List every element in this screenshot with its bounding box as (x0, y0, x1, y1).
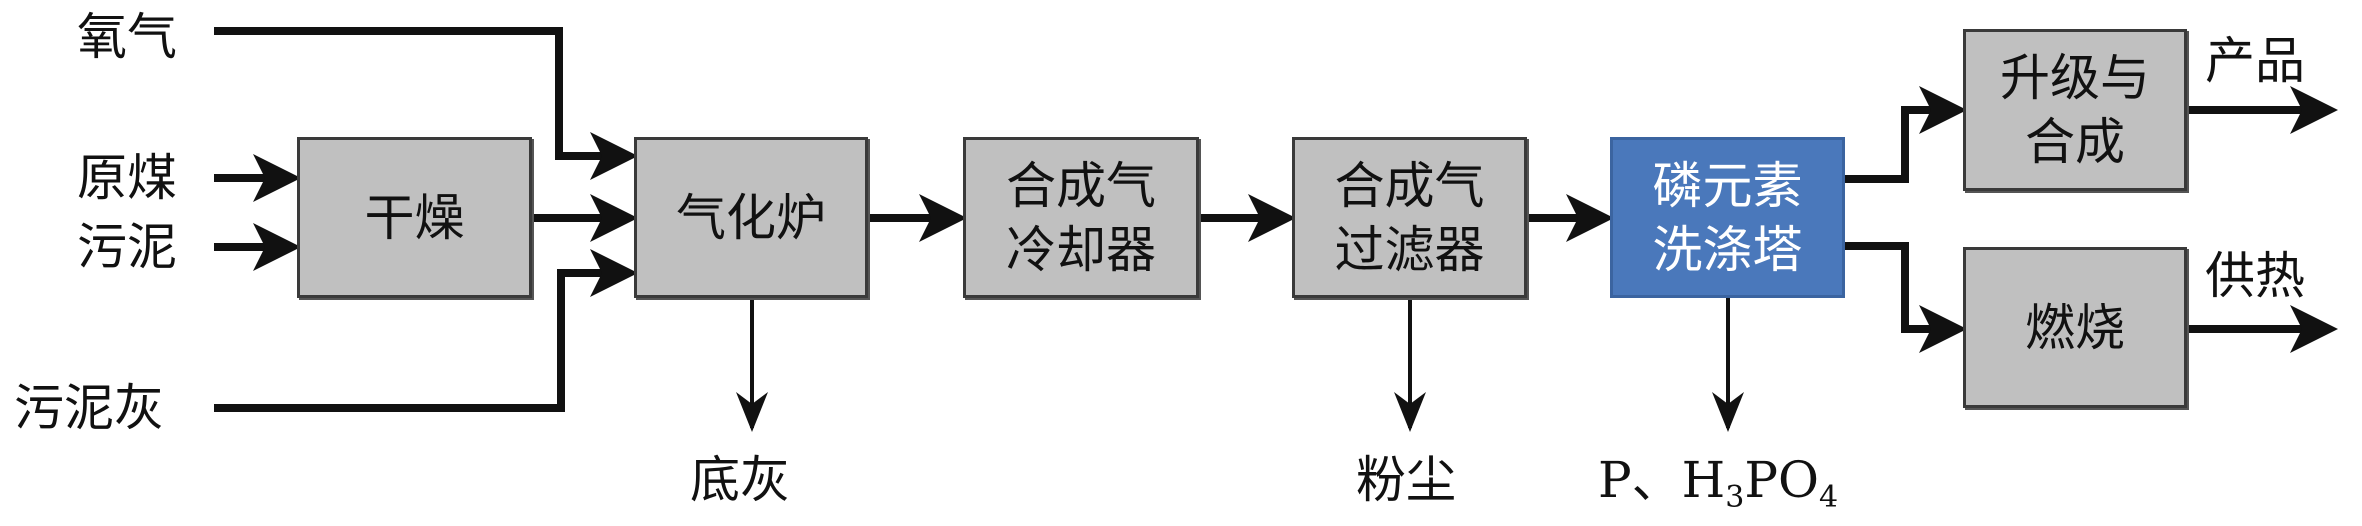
scrubber-label-line2: 洗涤塔 (1652, 220, 1803, 279)
input-sludge-ash: 污泥灰 (14, 379, 164, 437)
arrow-scrubber-upgrade (1845, 86, 1967, 183)
phosphorus-text-2: PO (1744, 451, 1819, 509)
cooler-label-line2: 冷却器 (1006, 220, 1156, 279)
arrow-sludge-ash (214, 249, 638, 412)
cooler-label-line1: 合成气 (1006, 156, 1156, 215)
gasifier-box: 气化炉 (634, 137, 868, 298)
phosphorus-text-1: P、H (1598, 451, 1726, 509)
gasifier-label: 气化炉 (676, 188, 826, 247)
upgrade-label-line2: 合成 (2025, 113, 2125, 171)
output-phosphorus: P、H3PO4 (1598, 452, 1838, 526)
filter-box: 合成气 过滤器 (1292, 137, 1527, 298)
input-sludge: 污泥 (77, 218, 177, 276)
cooler-box: 合成气 冷却器 (963, 137, 1199, 298)
phosphorus-sub-2: 4 (1818, 480, 1839, 515)
upgrade-box: 升级与 合成 (1963, 29, 2187, 191)
input-raw-coal: 原煤 (77, 149, 177, 207)
output-bottom-ash: 底灰 (690, 451, 790, 509)
combustion-label: 燃烧 (2025, 298, 2125, 357)
output-product: 产品 (2205, 32, 2305, 90)
arrow-scrubber-combustion (1845, 242, 1967, 353)
filter-label-line2: 过滤器 (1334, 220, 1485, 279)
scrubber-box: 磷元素 洗涤塔 (1610, 137, 1845, 298)
output-heat: 供热 (2205, 247, 2305, 305)
combustion-box: 燃烧 (1963, 247, 2187, 408)
input-oxygen: 氧气 (77, 8, 177, 66)
arrow-oxygen (214, 27, 638, 180)
dryer-label: 干燥 (364, 188, 465, 247)
upgrade-label-line1: 升级与 (2000, 49, 2150, 107)
phosphorus-sub-1: 3 (1725, 480, 1745, 515)
scrubber-label-line1: 磷元素 (1652, 156, 1803, 215)
dryer-box: 干燥 (297, 137, 532, 298)
output-dust: 粉尘 (1356, 451, 1456, 509)
filter-label-line1: 合成气 (1334, 156, 1485, 215)
